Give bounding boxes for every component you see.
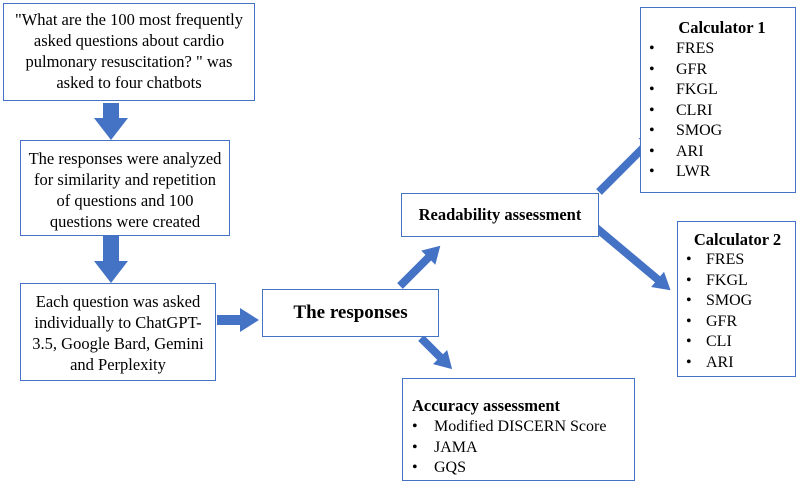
calculator-1-item: • CLRI: [649, 101, 787, 122]
bullet-symbol: •: [649, 142, 655, 160]
bullet-symbol: •: [686, 333, 692, 350]
bullet-symbol: •: [686, 251, 692, 268]
bullet-symbol: •: [686, 292, 692, 309]
responses-label: The responses: [293, 302, 408, 323]
calculator-2-item-label: FKGL: [706, 271, 748, 289]
accuracy-box: Accuracy assessment • Modified DISCERN Sc…: [402, 378, 635, 481]
calculator-2-item: • ARI: [686, 353, 789, 374]
right-arrow-to-responses: [217, 308, 259, 332]
calculator-2-item-label: SMOG: [706, 292, 753, 309]
bullet-symbol: •: [649, 40, 655, 57]
bullet-symbol: •: [649, 122, 655, 139]
bullet-symbol: •: [649, 81, 655, 98]
calculator-1-title: Calculator 1: [678, 18, 766, 37]
bullet-symbol: •: [686, 353, 692, 371]
calculator-2-title: Calculator 2: [693, 230, 782, 249]
calculator-1-item-label: ARI: [676, 142, 704, 160]
bullet-symbol: •: [686, 271, 692, 289]
calculator-2-item-label: FRES: [706, 251, 745, 268]
calculator-2-list: • FRES • FKGL • SMOG • GFR • CLI • ARI: [686, 250, 789, 373]
calculator-2-item: • FKGL: [686, 271, 789, 292]
arrow-to-accuracy: [418, 335, 453, 370]
bullet-symbol: •: [412, 438, 418, 456]
analysis-text: The responses were analyzed for similari…: [28, 149, 222, 231]
accuracy-item: • JAMA: [412, 438, 626, 459]
accuracy-list: • Modified DISCERN Score • JAMA • GQS: [412, 417, 626, 479]
bullet-symbol: •: [649, 60, 655, 78]
calculator-2-item: • GFR: [686, 312, 789, 333]
question-text: "What are the 100 most frequently asked …: [14, 10, 244, 92]
calculator-1-item-label: FRES: [676, 40, 715, 57]
calculator-1-box: Calculator 1 • FRES • GFR • FKGL • CLRI • SMO…: [640, 7, 796, 193]
accuracy-title: Accuracy assessment: [412, 396, 561, 415]
accuracy-item-label: JAMA: [434, 438, 478, 456]
calculator-2-item: • FRES: [686, 250, 789, 271]
accuracy-item: • Modified DISCERN Score: [412, 417, 626, 438]
calculator-1-item: • LWR: [649, 162, 787, 183]
down-arrow-1: [94, 103, 128, 140]
readability-label: Readability assessment: [418, 205, 582, 224]
calculator-1-item-label: CLRI: [676, 101, 713, 119]
accuracy-item-label: GQS: [434, 459, 467, 476]
accuracy-item: • GQS: [412, 458, 626, 479]
bullet-symbol: •: [412, 459, 418, 476]
calculator-1-item-label: LWR: [676, 163, 711, 180]
bullet-symbol: •: [686, 312, 692, 330]
bullet-symbol: •: [649, 163, 655, 180]
calculator-1-item: • GFR: [649, 60, 787, 81]
readability-box: Readability assessment: [401, 193, 599, 237]
down-arrow-2: [94, 236, 128, 283]
calculator-2-item-label: GFR: [706, 312, 738, 330]
calculator-1-item: • ARI: [649, 142, 787, 163]
analysis-box: The responses were analyzed for similari…: [20, 140, 230, 236]
bullet-symbol: •: [649, 101, 655, 119]
calculator-1-item-label: GFR: [676, 60, 708, 78]
asking-box: Each question was asked individually to …: [20, 283, 216, 381]
calculator-1-item: • FKGL: [649, 80, 787, 101]
calculator-2-item: • CLI: [686, 332, 789, 353]
calculator-2-item-label: CLI: [706, 333, 732, 350]
calculator-1-item: • FRES: [649, 39, 787, 60]
question-box: "What are the 100 most frequently asked …: [3, 3, 255, 101]
calculator-1-item: • SMOG: [649, 121, 787, 142]
calculator-2-box: Calculator 2 • FRES • FKGL • SMOG • GFR • CLI…: [677, 221, 796, 377]
asking-text: Each question was asked individually to …: [32, 292, 204, 374]
calculator-1-item-label: SMOG: [676, 122, 723, 139]
calculator-2-item: • SMOG: [686, 291, 789, 312]
bullet-symbol: •: [412, 418, 418, 435]
arrow-to-readability: [397, 245, 441, 289]
calculator-1-item-label: FKGL: [676, 81, 718, 98]
calculator-2-item-label: ARI: [706, 353, 734, 371]
calculator-1-list: • FRES • GFR • FKGL • CLRI • SMOG • ARI • LWR: [649, 39, 787, 183]
arrow-to-calculator-2: [591, 222, 671, 291]
accuracy-item-label: Modified DISCERN Score: [434, 418, 607, 435]
responses-box: The responses: [262, 289, 439, 337]
